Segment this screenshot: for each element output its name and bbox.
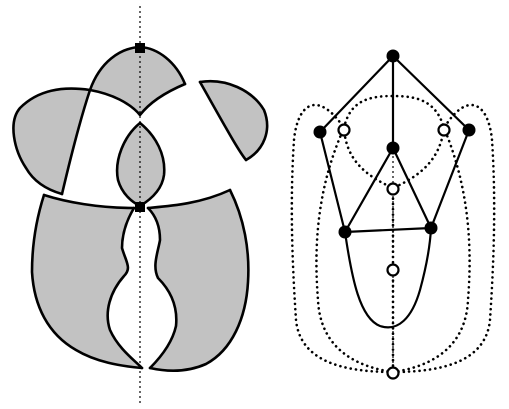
dual-vertex [437, 123, 451, 137]
primal-vertex [424, 221, 438, 235]
dual-vertex [386, 366, 400, 380]
shaded-region-upper-left [13, 88, 90, 194]
shaded-region-top [90, 47, 185, 115]
primal-edge-center-right [391, 146, 433, 230]
primal-vertices [313, 49, 476, 239]
dual-edge-outer [290, 103, 395, 374]
knot-diagram [12, 6, 269, 404]
primal-vertex [313, 125, 327, 139]
dual-vertex [386, 263, 400, 277]
dual-vertices [337, 123, 451, 380]
dual-graph-edges [290, 94, 496, 374]
axis-marker-middle [135, 202, 145, 212]
primal-vertex [386, 141, 400, 155]
knot-left-band [42, 88, 136, 210]
graph-diagram [290, 49, 496, 380]
knot-twist-strands [106, 206, 178, 370]
shaded-regions [13, 47, 268, 371]
primal-edge-center-left [343, 146, 395, 234]
dual-vertex [337, 123, 351, 137]
dual-edge-middle-right [391, 126, 471, 374]
knot-inner-loop [115, 121, 166, 208]
primal-vertex [386, 49, 400, 63]
primal-pentagon [318, 54, 471, 234]
primal-vertex [338, 225, 352, 239]
knot-right-band [88, 80, 248, 210]
dual-edge-top-ring [342, 94, 446, 190]
shaded-region-lower-left [32, 195, 142, 368]
primal-bottom-loop [343, 226, 433, 329]
shaded-region-upper-right [200, 81, 268, 160]
axis-marker-top [135, 43, 145, 53]
shaded-region-center [117, 123, 165, 206]
dual-vertex [386, 182, 400, 196]
primal-graph-edges [318, 54, 471, 329]
dual-edge-outer-right [391, 103, 496, 374]
shaded-region-lower-right [148, 190, 249, 371]
primal-vertex [462, 123, 476, 137]
